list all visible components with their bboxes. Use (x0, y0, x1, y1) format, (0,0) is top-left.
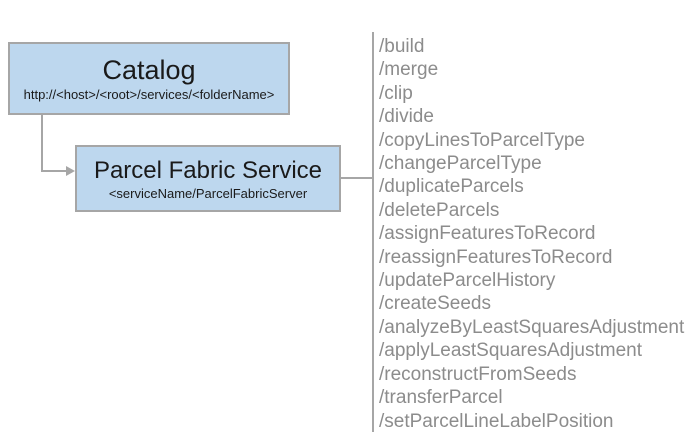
endpoint-item: /divide (379, 106, 434, 128)
endpoint-item: /build (379, 36, 425, 57)
service-connector-horizontal (341, 177, 372, 179)
catalog-box: Catalog http://<host>/<root>/services/<f… (8, 42, 290, 115)
endpoint-item: /reassignFeaturesToRecord (379, 246, 613, 268)
endpoint-item: /applyLeastSquaresAdjustment (379, 340, 642, 362)
endpoint-item: /updateParcelHistory (379, 270, 556, 292)
endpoint-item: /clip (379, 82, 413, 104)
endpoint-item: /copyLinesToParcelType (379, 129, 585, 151)
arrowhead-icon (66, 166, 75, 176)
endpoint-item: /duplicateParcels (379, 176, 524, 198)
endpoint-item: /merge (379, 59, 439, 81)
endpoint-item: /transferParcel (379, 387, 503, 409)
parcel-fabric-service-title: Parcel Fabric Service (93, 156, 323, 184)
endpoint-item: /analyzeByLeastSquaresAdjustment (379, 316, 685, 338)
catalog-connector-vertical (41, 115, 43, 172)
endpoint-item: /assignFeaturesToRecord (379, 223, 596, 245)
endpoint-list: /build/merge/clip/divide/copyLinesToParc… (379, 35, 684, 433)
endpoint-item: /createSeeds (379, 293, 491, 315)
catalog-url: http://<host>/<root>/services/<folderNam… (23, 87, 275, 102)
parcel-fabric-service-box: Parcel Fabric Service <serviceName/Parce… (75, 145, 341, 212)
parcel-fabric-service-url: <serviceName/ParcelFabricServer (108, 185, 308, 201)
catalog-title: Catalog (102, 55, 196, 85)
endpoint-item: /changeParcelType (379, 153, 542, 175)
catalog-connector-horizontal (41, 170, 67, 172)
endpoint-list-rule (372, 32, 374, 432)
endpoint-item: /reconstructFromSeeds (379, 363, 577, 385)
endpoint-item: /setParcelLineLabelPosition (379, 410, 614, 432)
endpoint-item: /deleteParcels (379, 199, 500, 221)
